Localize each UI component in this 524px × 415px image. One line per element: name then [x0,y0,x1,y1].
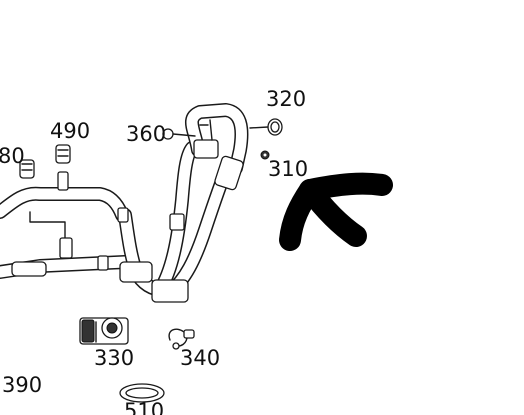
gasket-510 [119,383,165,403]
callout-360: 360 [126,122,166,146]
callout-490: 490 [50,119,90,143]
callout-340: 340 [180,346,220,370]
nut-360 [162,128,196,140]
fitting-middle [57,171,73,259]
seal-310 [260,150,270,160]
callout-320: 320 [266,87,306,111]
fitting-480 [19,159,35,179]
callout-labels: 80 490 360 320 310 330 340 390 510 [0,87,308,415]
callout-480: 80 [0,144,25,168]
oring-320 [249,118,283,136]
callout-510: 510 [124,399,164,415]
module-330 [79,317,129,345]
callout-390: 390 [2,373,42,397]
fitting-490 [55,144,71,164]
callout-330: 330 [94,346,134,370]
hose-assembly [0,103,249,303]
callout-310: 310 [268,157,308,181]
annotation-arrow [279,172,393,251]
clamp-340 [168,328,195,350]
